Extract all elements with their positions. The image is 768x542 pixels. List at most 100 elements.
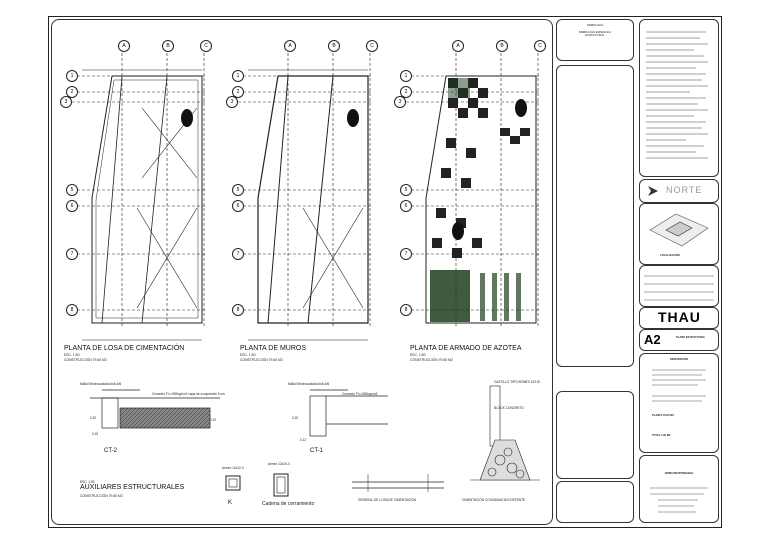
detail-ct2: [90, 389, 220, 429]
general-notes-box: [639, 19, 719, 177]
location-label: LOCALIZACIÓN: [660, 254, 680, 257]
grid-bubble-8: 8: [66, 304, 78, 316]
description-lines: [652, 369, 706, 402]
detail-cimentacion-colindancia: [470, 385, 540, 481]
location-map: [649, 213, 709, 247]
grid-bubble-b-1: B: [162, 40, 174, 52]
grid-bubble-6: 6: [400, 200, 412, 212]
detail-ct2-label: CT-2: [104, 448, 118, 454]
label-block: BLOCK CONCRETO: [494, 406, 524, 410]
grid-bubble-a-3: A: [452, 40, 464, 52]
detail-k: [225, 475, 241, 491]
grid-bubble-1: 1: [66, 70, 78, 82]
plan-scale-3: ESC. 1:50: [410, 353, 426, 357]
grid-bubble-a-1: A: [118, 40, 130, 52]
plan-title-1: PLANTA DE LOSA DE CIMENTACIÓN: [64, 345, 185, 352]
grid-bubble-5: 5: [66, 184, 78, 196]
grid-bubble-2: 2: [232, 86, 244, 98]
label-malla-2: Malla Electrosoldada 6x6-6/6: [288, 382, 330, 386]
project-name: THAU: [658, 309, 701, 325]
plan-area-2: CONSTRUCCIÓN 79.60 M2: [240, 358, 283, 362]
project-name-box: THAU: [639, 307, 719, 329]
notes-box-2: [556, 391, 634, 479]
detail-cadena: [273, 473, 289, 497]
totals-label: TOTAL 1.60 M2: [652, 434, 671, 437]
detail-ct1: [309, 389, 388, 437]
grid-bubble-1: 1: [400, 70, 412, 82]
grid-bubble-3: 3: [226, 96, 238, 108]
label-cimentacion: CIMENTACIÓN COLINDANCIA EXISTENTE: [462, 498, 526, 502]
north-arrow-icon: [648, 186, 658, 196]
sheet-number-box: A2 PLANO ESTRUCTURAL: [639, 329, 719, 351]
plan-scale-1: ESC. 1:50: [64, 353, 80, 357]
label-ct2-dim-20: 0.20: [90, 416, 97, 420]
grid-bubble-c-3: C: [534, 40, 546, 52]
grid-bubble-8: 8: [232, 304, 244, 316]
grid-bubble-6: 6: [66, 200, 78, 212]
notes-box-3: [556, 481, 634, 523]
drawing-sheet: A B C A B C A B C 1 2 3 5 6 7 8 1 2 3 5 …: [48, 16, 722, 528]
plan-area-3: CONSTRUCCIÓN 79.60 M2: [410, 358, 453, 362]
firm-box: FIRMA RESPONSABLE: [639, 455, 719, 523]
sheet-number: A2: [644, 332, 661, 347]
grid-bubble-5: 5: [400, 184, 412, 196]
grid-bubble-c-1: C: [200, 40, 212, 52]
grid-bubble-7: 7: [232, 248, 244, 260]
title-block: NORTE LOCALIZACIÓN THAU A2 PLANO ESTRUCT…: [639, 19, 719, 523]
grid-bubble-b-3: B: [496, 40, 508, 52]
plan-armado-azotea: [406, 48, 541, 328]
grid-bubble-c-2: C: [366, 40, 378, 52]
label-ct1-dim-12: 0.12: [300, 438, 307, 442]
detail-ct1-label: CT-1: [310, 448, 324, 454]
project-data-lines: [644, 275, 714, 301]
firm-label: FIRMA RESPONSABLE: [664, 472, 694, 475]
plan-scale-2: ESC. 1:50: [240, 353, 256, 357]
grid-bubble-2: 2: [400, 86, 412, 98]
grid-bubble-7: 7: [400, 248, 412, 260]
plan-title-2: PLANTA DE MUROS: [240, 345, 306, 352]
label-ct2-dim-15: 0.15: [92, 432, 99, 436]
project-data-box: [639, 265, 719, 307]
label-concreto-1: Concreto F'c=250kg/cm2 capa de compresió…: [152, 392, 225, 396]
auxiliares-title: AUXILIARES ESTRUCTURALES: [80, 484, 185, 491]
detail-general-losa: [352, 474, 444, 492]
plan-title-3: PLANTA DE ARMADO DE AZOTEA: [410, 345, 522, 352]
grid-bubble-2: 2: [66, 86, 78, 98]
label-castillo: CASTILLO TIPO ARMEX 12X15: [494, 380, 540, 384]
firm-lines: [650, 487, 708, 513]
notes-box-1: [556, 65, 634, 367]
plan-area-total: PLANTA 79.60 M2: [652, 414, 674, 417]
plan-area-1: CONSTRUCCIÓN 79.60 M2: [64, 358, 107, 362]
symbology-header-box: SIMBOLOGÍA SIMBOLOGÍA ESPECIFICA ESTRUCT…: [556, 19, 634, 61]
location-box: LOCALIZACIÓN: [639, 203, 719, 265]
grid-bubble-5: 5: [232, 184, 244, 196]
grid-bubble-6: 6: [232, 200, 244, 212]
grid-bubble-3: 3: [394, 96, 406, 108]
label-general-losa: GENERAL DE LOSA DE CIMENTACIÓN: [358, 498, 416, 502]
label-ct1-dim-20: 0.20: [292, 416, 299, 420]
symbology-line-1: SIMBOLOGÍA ESPECIFICA: [578, 31, 612, 35]
description-heading: DESCRIPCIÓN: [669, 358, 688, 361]
symbology-line-2: ESTRUCTURAL: [585, 34, 605, 38]
detail-cadena-label: Cadena de cerramiento: [262, 501, 315, 507]
description-box: DESCRIPCIÓN PLANTA 79.60 M2 TOTAL 1.60 M…: [639, 353, 719, 453]
symbology-column: SIMBOLOGÍA SIMBOLOGÍA ESPECIFICA ESTRUCT…: [556, 19, 634, 523]
auxiliares-scale: ESC. 1:50: [80, 480, 95, 484]
detail-k-label: K: [228, 500, 233, 506]
grid-bubble-b-2: B: [328, 40, 340, 52]
label-armex-1: Armex 12x12-4: [222, 466, 244, 470]
auxiliares-area: CONSTRUCCIÓN 79.60 M2: [80, 494, 123, 498]
plan-losa-cimentacion: [72, 48, 207, 341]
symbology-header: SIMBOLOGÍA: [586, 24, 604, 27]
grid-bubble-7: 7: [66, 248, 78, 260]
label-ct2-dim-10: 0.10: [210, 418, 217, 422]
grid-bubble-3: 3: [60, 96, 72, 108]
grid-bubble-a-2: A: [284, 40, 296, 52]
compass-box: NORTE: [639, 179, 719, 203]
drawing-area: A B C A B C A B C 1 2 3 5 6 7 8 1 2 3 5 …: [51, 19, 553, 525]
label-malla-1: Malla Electrosoldada 6x6-6/6: [80, 382, 122, 386]
notes-lines: [646, 31, 708, 159]
label-concreto-2: Concreto F'c=250kg/cm2: [342, 392, 378, 396]
grid-bubble-8: 8: [400, 304, 412, 316]
plan-muros: [238, 48, 373, 341]
